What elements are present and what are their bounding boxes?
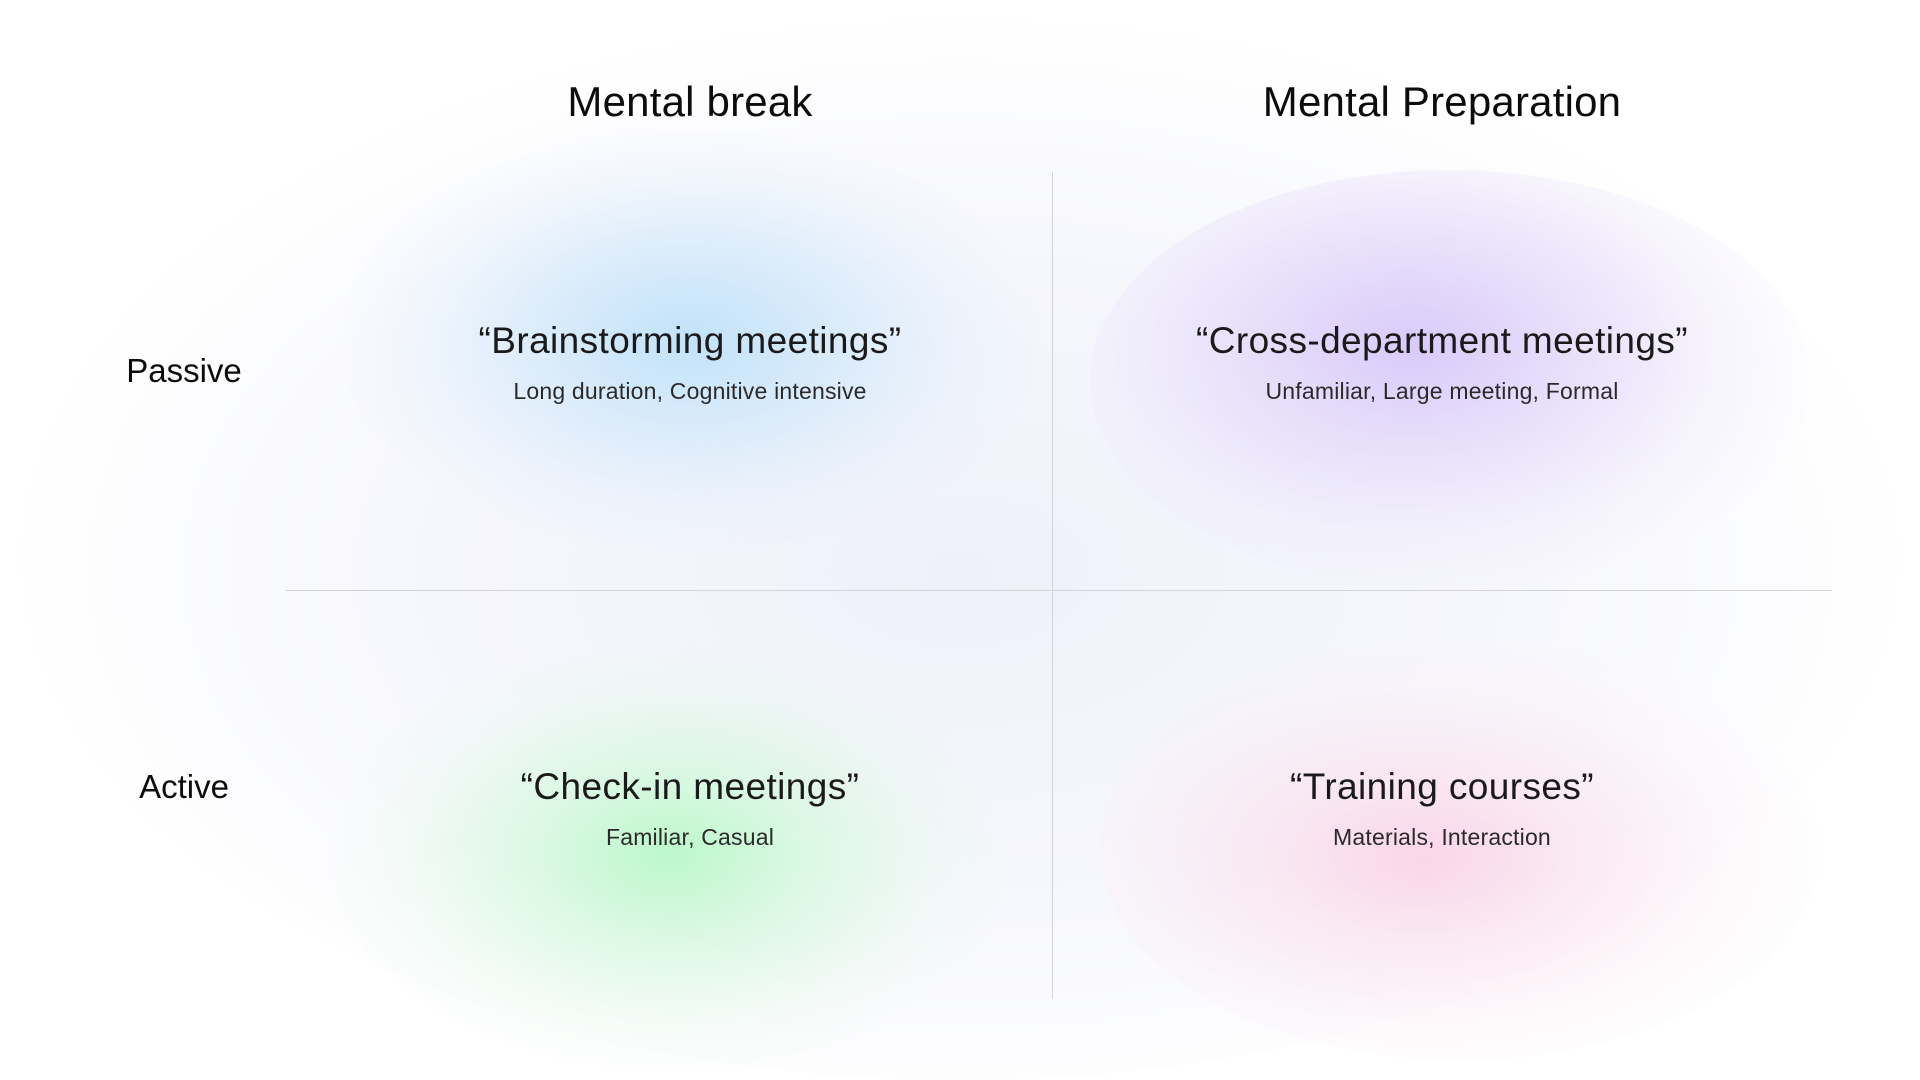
quadrant-title: “Brainstorming meetings” [478, 320, 902, 361]
quadrant-bottom-left: “Check-in meetings” Familiar, Casual [310, 765, 1070, 851]
vertical-divider [1052, 172, 1053, 999]
quadrant-title: “Check-in meetings” [520, 766, 860, 807]
quadrant-top-left: “Brainstorming meetings” Long duration, … [310, 319, 1070, 405]
background-glow [20, 20, 1900, 1080]
quadrant-subtitle: Unfamiliar, Large meeting, Formal [1265, 378, 1619, 405]
row-label-active: Active [139, 768, 229, 805]
horizontal-divider [286, 590, 1832, 591]
column-header-mental-preparation: Mental Preparation [1262, 78, 1622, 125]
quadrant-title: “Training courses” [1290, 766, 1594, 807]
green-glow [330, 640, 1010, 1070]
quadrant-subtitle: Long duration, Cognitive intensive [513, 378, 867, 405]
column-header-mental-break: Mental break [567, 78, 813, 125]
quadrant-subtitle: Materials, Interaction [1333, 824, 1551, 851]
quadrant-bottom-right: “Training courses” Materials, Interactio… [1062, 765, 1822, 851]
quadrant-subtitle: Familiar, Casual [605, 824, 775, 851]
quadrant-top-right: “Cross-department meetings” Unfamiliar, … [1062, 319, 1822, 405]
quadrant-title: “Cross-department meetings” [1196, 320, 1688, 361]
row-label-passive: Passive [126, 352, 242, 389]
